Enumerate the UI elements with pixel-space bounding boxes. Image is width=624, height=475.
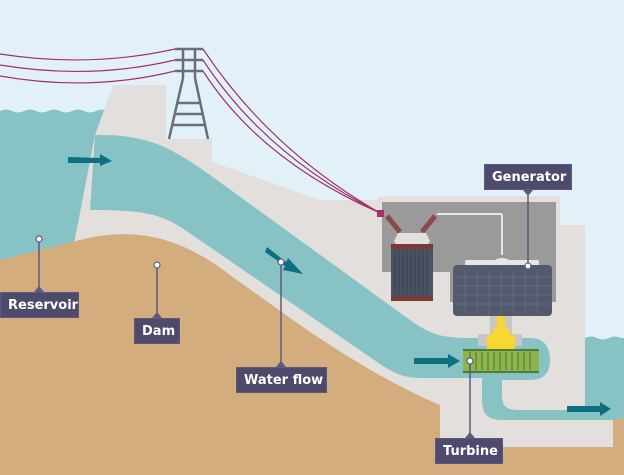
arrow-right-icon <box>68 154 112 166</box>
pylon-icon <box>167 47 210 140</box>
dam-point <box>153 261 161 269</box>
generator-icon <box>453 258 552 316</box>
dam-label: Dam <box>134 318 180 344</box>
turbine-label: Turbine <box>435 438 503 464</box>
turbine-shaft-icon <box>487 316 515 350</box>
ground <box>0 234 624 475</box>
generator-label: Generator <box>484 164 572 190</box>
arrow-right-icon <box>414 354 460 368</box>
reservoir-label: Reservoir <box>0 292 79 318</box>
leader-lines <box>38 190 529 438</box>
water-flow-point <box>277 258 285 266</box>
arrow-right-icon <box>567 402 611 416</box>
transformer-icon <box>385 213 503 301</box>
generator-point <box>524 262 532 270</box>
power-lines <box>0 48 381 214</box>
label-points <box>35 235 532 365</box>
label-pointers <box>34 190 533 438</box>
turbine-icon <box>463 349 539 373</box>
line-connector-icon <box>377 210 384 217</box>
water-flow-label: Water flow <box>236 367 327 393</box>
reservoir-point <box>35 235 43 243</box>
penstock <box>90 135 585 420</box>
turbine-point <box>466 357 474 365</box>
